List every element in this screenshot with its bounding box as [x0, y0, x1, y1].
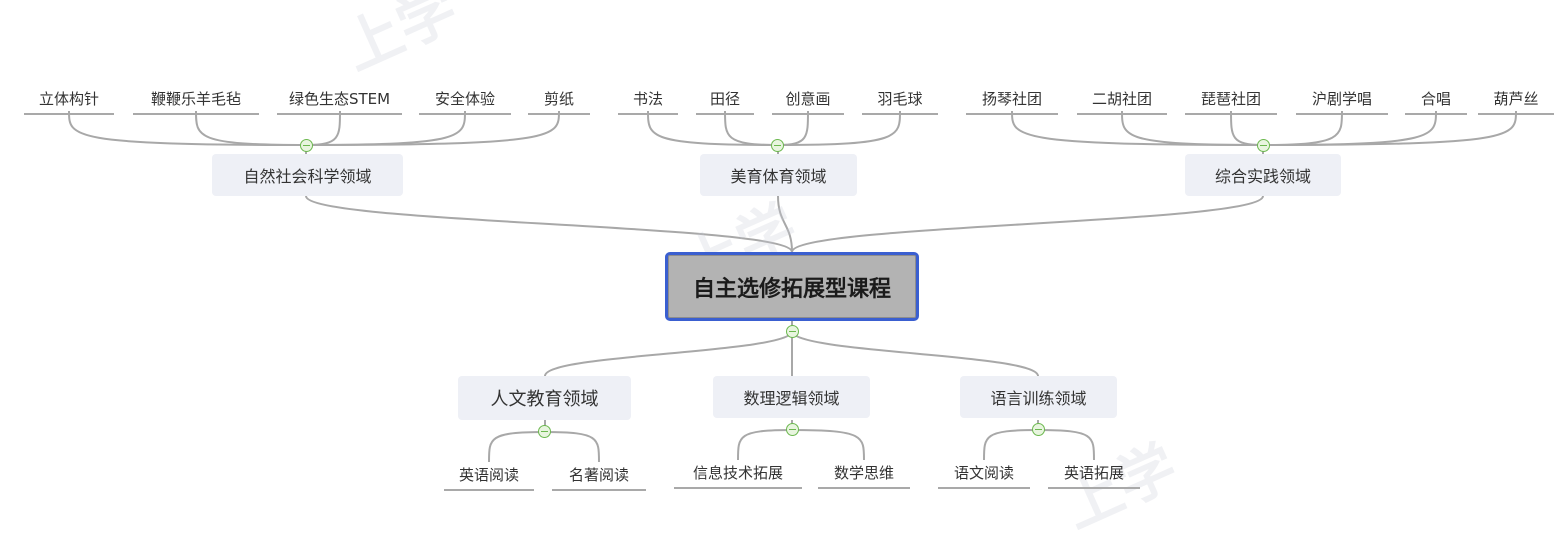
leaf-label: 鞭鞭乐羊毛毡: [150, 90, 241, 108]
connector-line: [983, 429, 1039, 461]
collapse-toggle-comprehensive-practice[interactable]: [1257, 139, 1270, 152]
connector-line: [1262, 110, 1517, 146]
leaf-label: 书法: [632, 90, 663, 108]
collapse-toggle-root[interactable]: [786, 325, 799, 338]
leaf-node[interactable]: 名著阅读: [552, 464, 646, 491]
connector-line: [195, 110, 307, 146]
leaf-node[interactable]: 葫芦丝: [1478, 88, 1554, 115]
leaf-label: 田径: [709, 90, 740, 108]
leaf-label: 安全体验: [434, 90, 495, 108]
leaf-label: 名著阅读: [568, 466, 629, 484]
leaf-node[interactable]: 鞭鞭乐羊毛毡: [133, 88, 259, 115]
leaf-node[interactable]: 绿色生态STEM: [277, 88, 402, 115]
domain-node-math-logic[interactable]: 数理逻辑领域: [713, 376, 870, 418]
leaf-node[interactable]: 二胡社团: [1077, 88, 1167, 115]
connector-line: [777, 195, 793, 253]
leaf-label: 信息技术拓展: [692, 464, 783, 482]
connector-line: [305, 195, 793, 253]
leaf-label: 琵琶社团: [1200, 90, 1261, 108]
leaf-label: 立体构针: [38, 90, 99, 108]
collapse-toggle-math-logic[interactable]: [786, 423, 799, 436]
domain-node-natural-social-science[interactable]: 自然社会科学领域: [212, 154, 403, 196]
connector-line: [791, 429, 865, 461]
leaf-node[interactable]: 羽毛球: [862, 88, 938, 115]
leaf-node[interactable]: 安全体验: [419, 88, 511, 115]
connector-line: [305, 110, 341, 146]
leaf-label: 合唱: [1420, 90, 1451, 108]
connector-line: [777, 110, 809, 146]
leaf-label: 羽毛球: [877, 90, 923, 108]
domain-label: 自然社会科学领域: [243, 167, 372, 186]
leaf-label: 英语阅读: [458, 466, 519, 484]
connector-line: [737, 429, 793, 461]
collapse-toggle-humanities[interactable]: [538, 425, 551, 438]
connector-line: [1037, 429, 1095, 461]
root-node-label: 自主选修拓展型课程: [692, 276, 891, 302]
leaf-label: 英语拓展: [1063, 464, 1124, 482]
domain-node-humanities[interactable]: 人文教育领域: [458, 376, 631, 420]
leaf-node[interactable]: 英语拓展: [1048, 462, 1140, 489]
leaf-node[interactable]: 语文阅读: [938, 462, 1030, 489]
leaf-node[interactable]: 创意画: [772, 88, 844, 115]
connector-line: [1262, 110, 1343, 146]
domain-label: 美育体育领域: [730, 167, 827, 186]
domain-node-aesthetic-sports[interactable]: 美育体育领域: [700, 154, 857, 196]
connector-line: [791, 330, 1039, 377]
connector-line: [305, 110, 560, 146]
domain-label: 综合实践领域: [1214, 167, 1311, 186]
leaf-node[interactable]: 剪纸: [528, 88, 590, 115]
connector-line: [488, 431, 546, 463]
connector-line: [791, 195, 1264, 253]
leaf-node[interactable]: 英语阅读: [444, 464, 534, 491]
domain-label: 语言训练领域: [990, 389, 1087, 408]
leaf-node[interactable]: 扬琴社团: [966, 88, 1058, 115]
leaf-node[interactable]: 立体构针: [24, 88, 114, 115]
leaf-node[interactable]: 田径: [696, 88, 754, 115]
collapse-toggle-aesthetic-sports[interactable]: [771, 139, 784, 152]
leaf-label: 创意画: [785, 90, 831, 108]
domain-label: 人文教育领域: [490, 389, 599, 410]
leaf-node[interactable]: 合唱: [1405, 88, 1467, 115]
leaf-node[interactable]: 书法: [618, 88, 678, 115]
leaf-label: 葫芦丝: [1493, 90, 1539, 108]
connector-line: [724, 110, 779, 146]
domain-node-language-training[interactable]: 语言训练领域: [960, 376, 1117, 418]
leaf-label: 剪纸: [543, 90, 574, 108]
leaf-label: 二胡社团: [1091, 90, 1152, 108]
leaf-label: 数学思维: [833, 464, 894, 482]
domain-label: 数理逻辑领域: [743, 389, 840, 408]
connector-line: [1121, 110, 1264, 146]
connector-line: [544, 431, 600, 463]
connector-line: [544, 330, 793, 377]
connector-lines: [68, 110, 1517, 463]
connector-line: [1011, 110, 1264, 146]
leaf-node[interactable]: 信息技术拓展: [674, 462, 802, 489]
leaf-node[interactable]: 沪剧学唱: [1296, 88, 1388, 115]
domain-node-comprehensive-practice[interactable]: 综合实践领域: [1185, 154, 1341, 196]
leaf-label: 扬琴社团: [981, 90, 1042, 108]
collapse-toggle-natural-social-science[interactable]: [300, 139, 313, 152]
leaf-label: 沪剧学唱: [1311, 90, 1372, 108]
leaf-label: 绿色生态STEM: [288, 90, 391, 108]
leaf-node[interactable]: 数学思维: [818, 462, 910, 489]
connector-line: [777, 110, 901, 146]
connector-line: [647, 110, 779, 146]
leaf-node[interactable]: 琵琶社团: [1185, 88, 1277, 115]
connector-line: [1230, 110, 1264, 146]
connector-line: [305, 110, 466, 146]
connector-line: [1262, 110, 1437, 146]
connector-line: [68, 110, 307, 146]
leaf-label: 语文阅读: [953, 464, 1014, 482]
root-node[interactable]: 自主选修拓展型课程: [665, 252, 919, 321]
collapse-toggle-language-training[interactable]: [1032, 423, 1045, 436]
